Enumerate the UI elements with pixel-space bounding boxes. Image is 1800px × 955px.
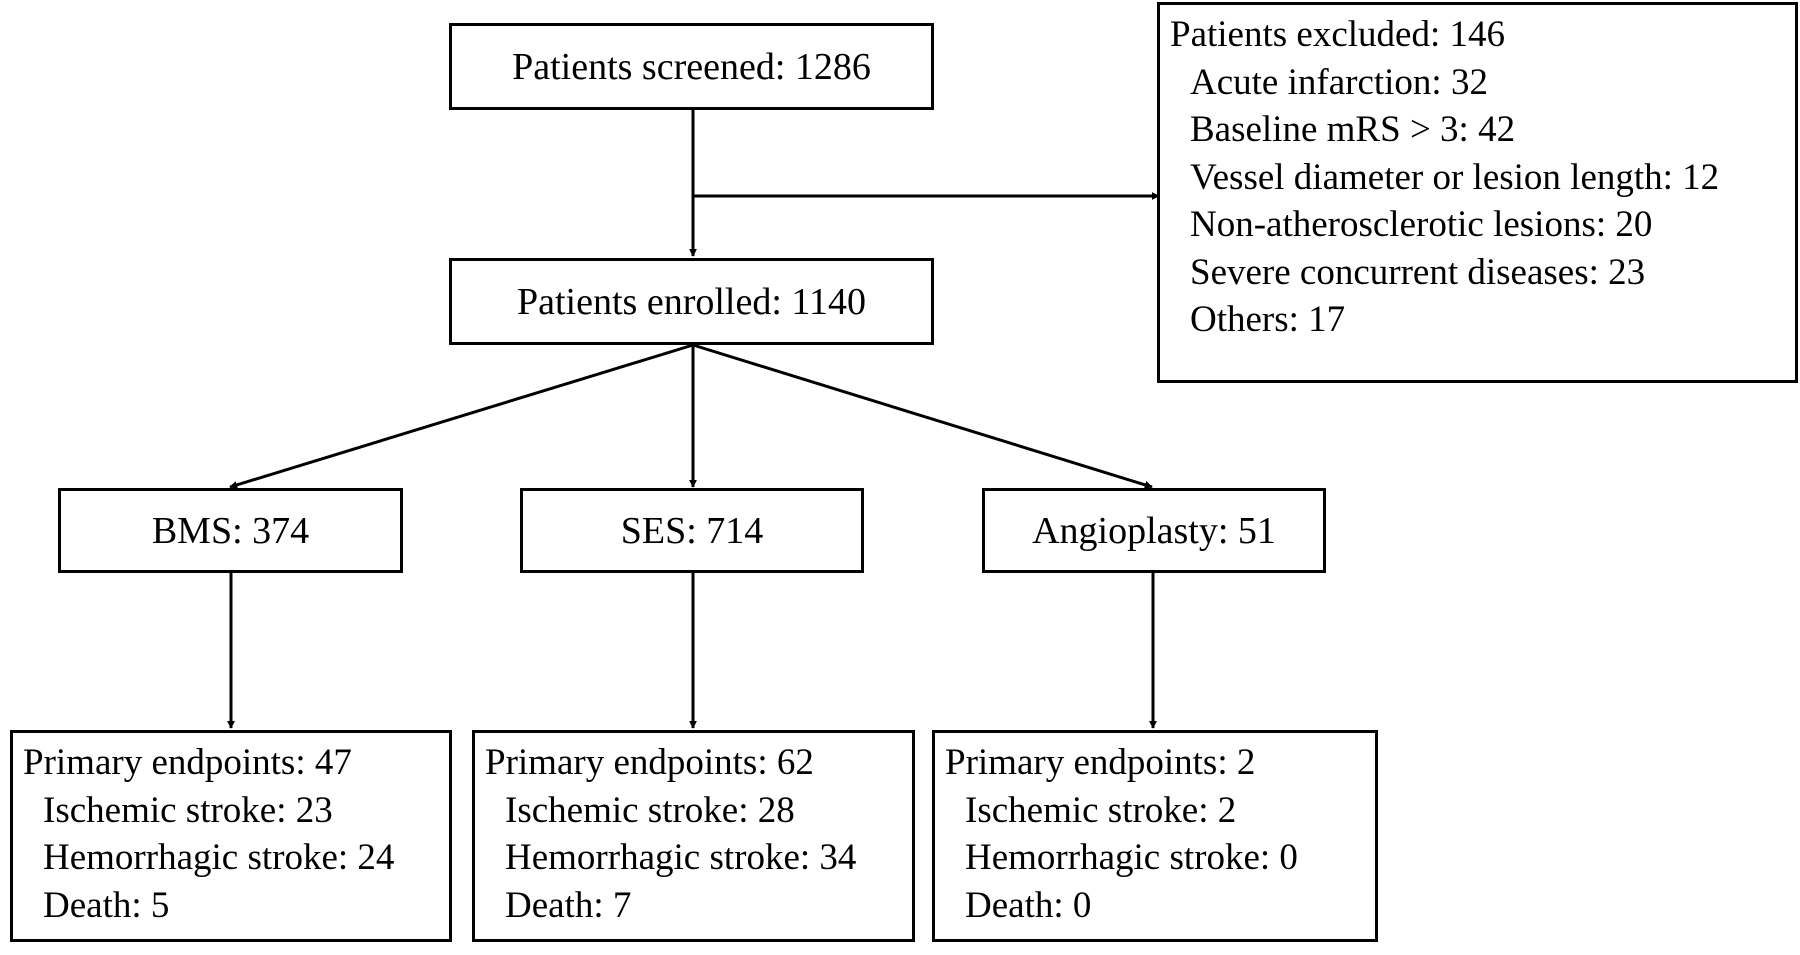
- excluded-item: Non-atherosclerotic lesions: 20: [1190, 204, 1653, 245]
- group-box-bms: BMS: 374: [58, 488, 403, 573]
- outcome-item: Ischemic stroke: 23: [43, 789, 333, 831]
- outcome-title: Primary endpoints: 47: [23, 742, 352, 783]
- excluded-item: Acute infarction: 32: [1190, 61, 1488, 103]
- group-box-angioplasty: Angioplasty: 51: [982, 488, 1326, 573]
- enrolled-box: Patients enrolled: 1140: [449, 258, 934, 345]
- group-label: Angioplasty: 51: [1032, 509, 1276, 552]
- outcome-title: Primary endpoints: 2: [945, 742, 1256, 783]
- outcome-item: Ischemic stroke: 28: [505, 789, 795, 831]
- excluded-item: Baseline mRS > 3: 42: [1190, 109, 1516, 150]
- outcome-title: Primary endpoints: 62: [485, 742, 814, 783]
- outcome-box-bms: Primary endpoints: 47 Ischemic stroke: 2…: [10, 730, 452, 942]
- outcome-item: Death: 7: [505, 884, 632, 926]
- group-box-ses: SES: 714: [520, 488, 864, 573]
- excluded-box: Patients excluded: 146 Acute infarction:…: [1157, 2, 1798, 383]
- excluded-title: Patients excluded: 146: [1170, 14, 1505, 55]
- excluded-item: Severe concurrent diseases: 23: [1190, 251, 1646, 293]
- screened-box: Patients screened: 1286: [449, 23, 934, 110]
- outcome-item: Ischemic stroke: 2: [965, 789, 1237, 831]
- outcome-item: Hemorrhagic stroke: 34: [505, 837, 857, 878]
- screened-label: Patients screened: 1286: [512, 45, 871, 88]
- outcome-item: Death: 5: [43, 884, 170, 926]
- group-label: SES: 714: [620, 509, 764, 552]
- excluded-item: Vessel diameter or lesion length: 12: [1190, 156, 1720, 198]
- outcome-item: Death: 0: [965, 884, 1092, 926]
- arrow-enrolled-to-bms: [229, 343, 694, 489]
- outcome-box-ses: Primary endpoints: 62 Ischemic stroke: 2…: [472, 730, 915, 942]
- arrow-enrolled-to-angioplasty: [692, 343, 1153, 489]
- group-label: BMS: 374: [151, 509, 310, 552]
- excluded-item: Others: 17: [1190, 299, 1346, 340]
- outcome-item: Hemorrhagic stroke: 0: [965, 837, 1298, 878]
- outcome-item: Hemorrhagic stroke: 24: [43, 837, 395, 878]
- enrolled-label: Patients enrolled: 1140: [517, 280, 866, 323]
- outcome-box-angioplasty: Primary endpoints: 2 Ischemic stroke: 2 …: [932, 730, 1378, 942]
